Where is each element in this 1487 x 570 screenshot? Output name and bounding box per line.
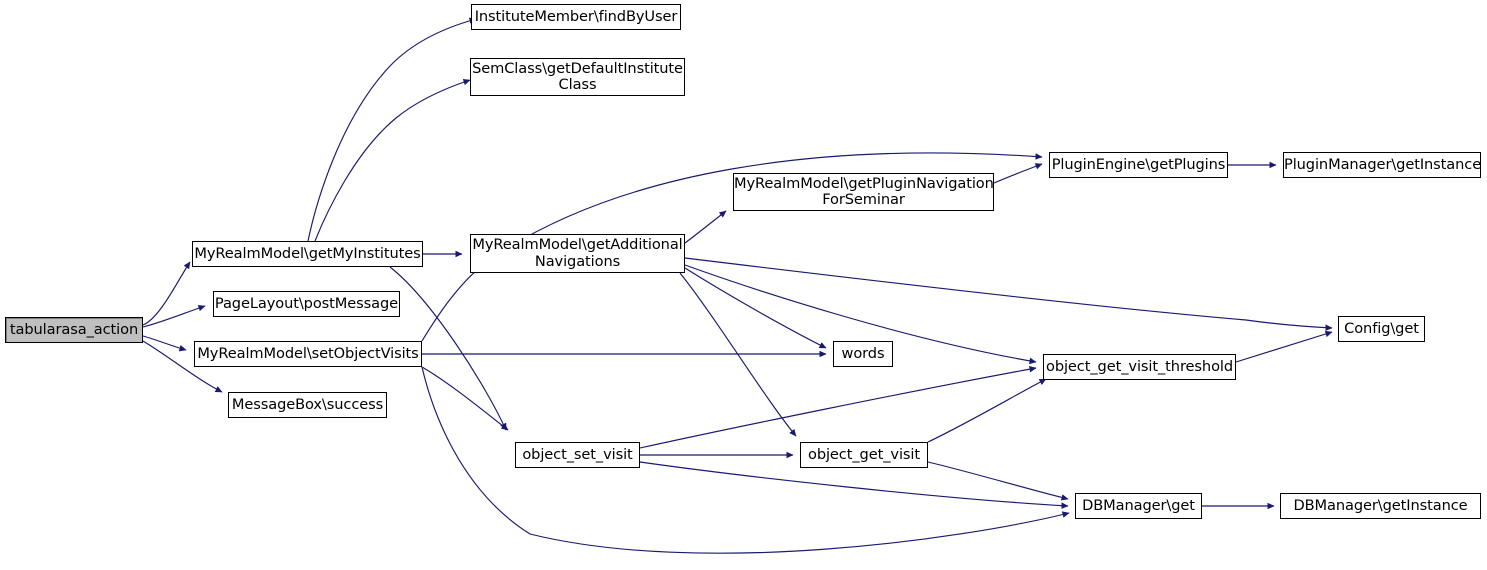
graph-node-getPlugins[interactable]: PluginEngine\getPlugins — [1049, 152, 1228, 178]
graph-node-dbManagerGet[interactable]: DBManager\get — [1075, 493, 1202, 519]
graph-node-dbManagerGetInstance[interactable]: DBManager\getInstance — [1280, 493, 1481, 519]
graph-node-label: SemClass\getDefaultInstitute Class — [472, 59, 683, 93]
graph-node-getDefaultInstituteClass[interactable]: SemClass\getDefaultInstitute Class — [470, 58, 685, 96]
graph-node-label: PageLayout\postMessage — [214, 294, 399, 312]
edge-objectGetVisitThreshold-to-configGet — [1235, 330, 1333, 363]
graph-node-label: MyRealmModel\getMyInstitutes — [194, 244, 421, 262]
graph-node-label: DBManager\get — [1082, 496, 1195, 514]
graph-node-label: MessageBox\success — [231, 395, 384, 413]
graph-node-label: MyRealmModel\getAdditional Navigations — [472, 236, 683, 270]
edge-objectSetVisit-to-objectGetVisitThreshold — [639, 365, 1037, 449]
graph-node-messageBoxSuccess[interactable]: MessageBox\success — [228, 392, 387, 418]
edge-getAdditionalNavigations-to-words — [684, 267, 827, 349]
graph-node-words[interactable]: words — [833, 341, 893, 367]
graph-node-postMessage[interactable]: PageLayout\postMessage — [213, 291, 400, 317]
edge-getMyInstitutes-to-getDefaultInstituteClass — [314, 78, 471, 242]
graph-node-setObjectVisits[interactable]: MyRealmModel\setObjectVisits — [194, 341, 422, 367]
graph-node-label: PluginEngine\getPlugins — [1051, 155, 1226, 173]
graph-node-label: DBManager\getInstance — [1293, 496, 1468, 514]
graph-node-getInstancePlugin[interactable]: PluginManager\getInstance — [1283, 152, 1481, 178]
edge-getAdditionalNavigations-to-configGet — [684, 257, 1333, 331]
graph-node-getAdditionalNavigations[interactable]: MyRealmModel\getAdditional Navigations — [470, 234, 685, 273]
graph-node-objectGetVisit[interactable]: object_get_visit — [800, 442, 928, 468]
graph-node-getMyInstitutes[interactable]: MyRealmModel\getMyInstitutes — [192, 241, 423, 267]
edge-getAdditionalNavigations-to-getPluginNavigationForSeminar — [684, 210, 727, 244]
edge-tabularasa_action-to-setObjectVisits — [142, 335, 187, 352]
edge-getAdditionalNavigations-to-objectGetVisit — [679, 272, 797, 437]
graph-node-label: object_get_visit — [807, 445, 920, 463]
graph-node-label: InstituteMember\findByUser — [474, 7, 678, 25]
graph-node-label: object_set_visit — [522, 445, 633, 463]
graph-node-label: words — [841, 344, 885, 362]
graph-node-objectSetVisit[interactable]: object_set_visit — [515, 442, 640, 468]
graph-node-label: PluginManager\getInstance — [1284, 155, 1482, 173]
graph-node-getPluginNavigationForSeminar[interactable]: MyRealmModel\getPluginNavigation ForSemi… — [733, 173, 994, 211]
graph-node-configGet[interactable]: Config\get — [1338, 316, 1425, 342]
graph-node-label: MyRealmModel\setObjectVisits — [197, 344, 419, 362]
graph-node-label: tabularasa_action — [9, 320, 139, 338]
graph-node-objectGetVisitThreshold[interactable]: object_get_visit_threshold — [1043, 354, 1236, 380]
edge-tabularasa_action-to-postMessage — [142, 304, 206, 328]
edge-setObjectVisits-to-objectSetVisit — [421, 366, 509, 431]
graph-node-findByUser[interactable]: InstituteMember\findByUser — [471, 4, 681, 30]
graph-node-label: Config\get — [1344, 319, 1419, 337]
edge-tabularasa_action-to-getMyInstitutes — [142, 261, 191, 326]
graph-node-label: MyRealmModel\getPluginNavigation ForSemi… — [734, 174, 994, 208]
edge-objectGetVisit-to-dbManagerGet — [927, 461, 1069, 501]
edge-getMyInstitutes-to-findByUser — [307, 17, 477, 242]
graph-node-tabularasa_action[interactable]: tabularasa_action — [5, 317, 143, 343]
edge-objectGetVisit-to-objectGetVisitThreshold — [927, 378, 1047, 443]
edge-objectSetVisit-to-dbManagerGet — [639, 461, 1069, 509]
graph-node-label: object_get_visit_threshold — [1045, 357, 1234, 375]
edges-group — [142, 17, 1333, 554]
edge-getPluginNavigationForSeminar-to-getPlugins — [993, 163, 1043, 184]
